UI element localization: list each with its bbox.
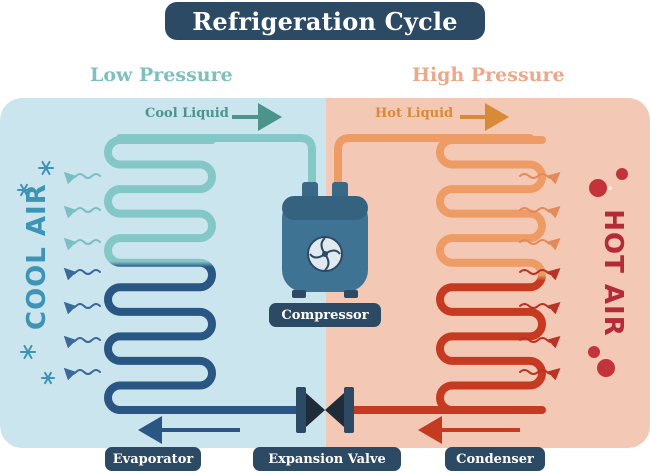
expansion-valve-label: Expansion Valve bbox=[253, 447, 401, 471]
wavy-air-icon bbox=[63, 171, 101, 381]
evaporator-coil bbox=[104, 136, 216, 414]
condenser-coil bbox=[436, 136, 546, 414]
wavy-air-icon bbox=[519, 172, 561, 381]
hot-connector-pipe bbox=[334, 134, 534, 189]
evaporator-label: Evaporator bbox=[105, 447, 201, 471]
low-pressure-heading: Low Pressure bbox=[90, 64, 233, 86]
snowflake-icon bbox=[17, 160, 55, 385]
expansion-valve-unit bbox=[296, 387, 354, 433]
cool-connector-pipe bbox=[116, 134, 316, 189]
high-pressure-heading: High Pressure bbox=[412, 64, 565, 86]
page-title: Refrigeration Cycle bbox=[165, 2, 485, 40]
condenser-label: Condenser bbox=[445, 447, 545, 471]
compressor-unit bbox=[282, 182, 368, 298]
compressor-label: Compressor bbox=[269, 303, 381, 327]
cool-air-label: COOL AIR bbox=[22, 183, 52, 330]
hot-air-label: HOT AIR bbox=[598, 209, 628, 337]
hot-liquid-label: Hot Liquid bbox=[375, 106, 454, 121]
cool-liquid-label: Cool Liquid bbox=[145, 106, 229, 121]
heat-dot-icon bbox=[588, 168, 628, 377]
